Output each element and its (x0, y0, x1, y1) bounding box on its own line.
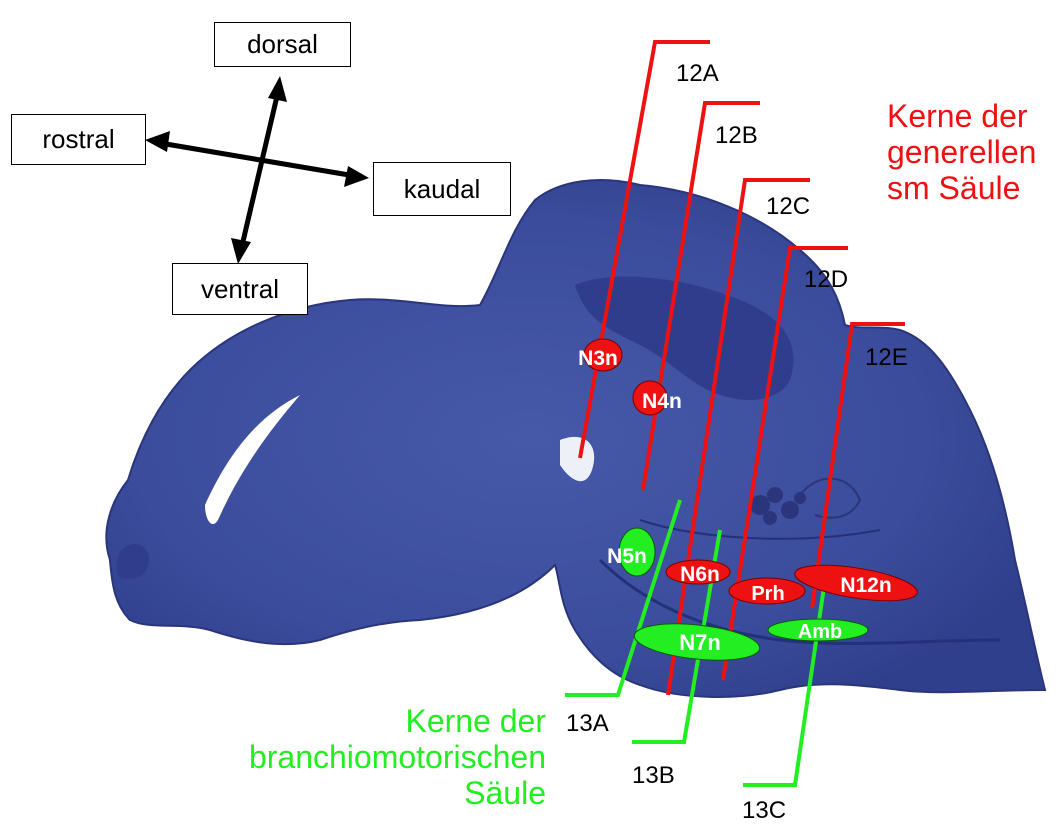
legend-green-line-1: Kerne der (249, 703, 546, 739)
dorsal-arrowhead (268, 76, 287, 102)
section-label-12E: 12E (865, 344, 908, 372)
nucleus-N3n-label: N3n (578, 347, 618, 370)
orientation-arrows (145, 76, 369, 264)
nucleus-N12n-label: N12n (840, 574, 891, 597)
section-label-12A: 12A (676, 60, 719, 88)
nucleus-N5n-label: N5n (607, 545, 647, 568)
rostral-arrowhead (145, 131, 170, 152)
legend-red-line-1: Kerne der (887, 98, 1036, 134)
section-label-13C: 13C (742, 797, 786, 825)
legend-red-line-3: sm Säule (887, 170, 1036, 206)
section-label-13B: 13B (632, 762, 675, 790)
legend-green: Kerne der branchiomotorischen Säule (249, 703, 546, 811)
nucleus-N7n-label: N7n (679, 630, 721, 655)
legend-red-line-2: generellen (887, 134, 1036, 170)
section-label-12C: 12C (766, 193, 810, 221)
orientation-kaudal: kaudal (373, 162, 511, 216)
nucleus-N6n-label: N6n (680, 563, 720, 586)
section-label-13A: 13A (566, 710, 609, 738)
section-label-12D: 12D (804, 266, 848, 294)
legend-red: Kerne der generellen sm Säule (887, 98, 1036, 206)
dorsal-ventral-axis (241, 92, 278, 250)
orientation-rostral: rostral (11, 114, 146, 165)
nucleus-N4n-label: N4n (642, 390, 682, 413)
legend-green-line-2: branchiomotorischen (249, 739, 546, 775)
brain-tissue (106, 180, 1045, 697)
nucleus-Amb-label: Amb (798, 621, 842, 643)
orientation-dorsal: dorsal (214, 22, 351, 67)
nucleus-Prh-label: Prh (751, 583, 784, 605)
legend-green-line-3: Säule (249, 775, 546, 811)
orientation-ventral: ventral (172, 263, 308, 315)
ventral-arrowhead (231, 238, 251, 264)
kaudal-arrowhead (344, 166, 369, 187)
section-label-12B: 12B (715, 122, 758, 150)
